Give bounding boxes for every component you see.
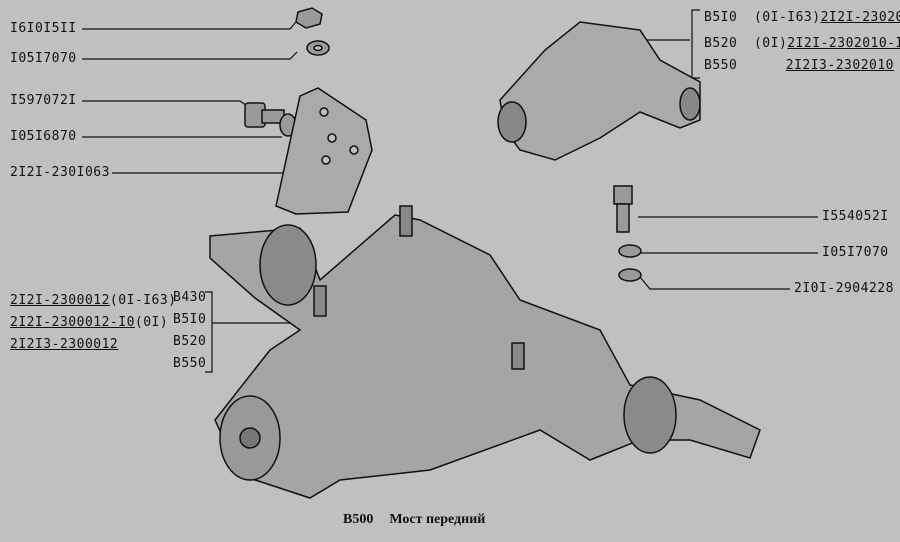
part-label: I6I0I5II [10,21,77,36]
variant-code: B520 [704,36,738,51]
variant-code: B550 [173,356,207,371]
part-number: 2I2I3-2300012 [10,337,119,352]
variant-row: B550 2I2I3-2302010 [704,58,894,74]
part-label: I554052I [822,209,889,224]
variant-code: B5I0 [173,312,207,327]
parts-illustrations [209,7,761,499]
nut-icon [295,7,323,29]
caption-title: Мост передний [389,512,486,527]
part-number: 2I2I3-2302010 [785,58,894,73]
part-number: 2I2I-2302010 [820,10,900,25]
group-bracket [205,291,213,373]
variant-note: (0I) [753,36,788,51]
caption: B500 Мост передний [343,512,501,528]
variant-code: B520 [173,334,207,349]
leader-line [639,276,790,290]
variant-row: B520 (0I)2I2I-2302010-I0 [704,36,900,52]
group-bracket [691,9,700,79]
part-label: I05I7070 [822,245,889,260]
variant-note: (0I) [134,315,169,330]
washer-icon [618,268,642,282]
part-label: I05I6870 [10,129,77,144]
variant-note: (0I-I63) [753,10,821,25]
variant-row: B5I0 (0I-I63)2I2I-2302010 [704,10,900,26]
part-number: 2I2I-2300012 [10,293,110,308]
part-label: I05I7070 [10,51,77,66]
part-row: 2I2I-2300012(0I-I63) [10,293,177,309]
leader-line [82,51,298,60]
part-label: 2I2I-230I063 [10,165,110,180]
part-row: 2I2I-2300012-I0(0I) [10,315,168,331]
leader-line [82,100,251,109]
bolt-icon [613,185,633,205]
variant-note: (0I-I63) [109,293,177,308]
part-number: 2I2I-2300012-I0 [10,315,135,330]
caption-code: B500 [343,512,374,527]
variant-code: B5I0 [704,10,738,25]
part-label: 2I0I-2904228 [794,281,894,296]
variant-code: B550 [704,58,738,73]
bracket-icon [275,87,373,215]
part-number: 2I2I-2302010-I0 [787,36,900,51]
variant-code: B430 [173,290,207,305]
leader-line [82,21,297,30]
part-label: I597072I [10,93,77,108]
part-row: 2I2I3-2300012 [10,337,118,353]
washer-icon [618,244,642,258]
gear-housing-icon [499,21,701,161]
